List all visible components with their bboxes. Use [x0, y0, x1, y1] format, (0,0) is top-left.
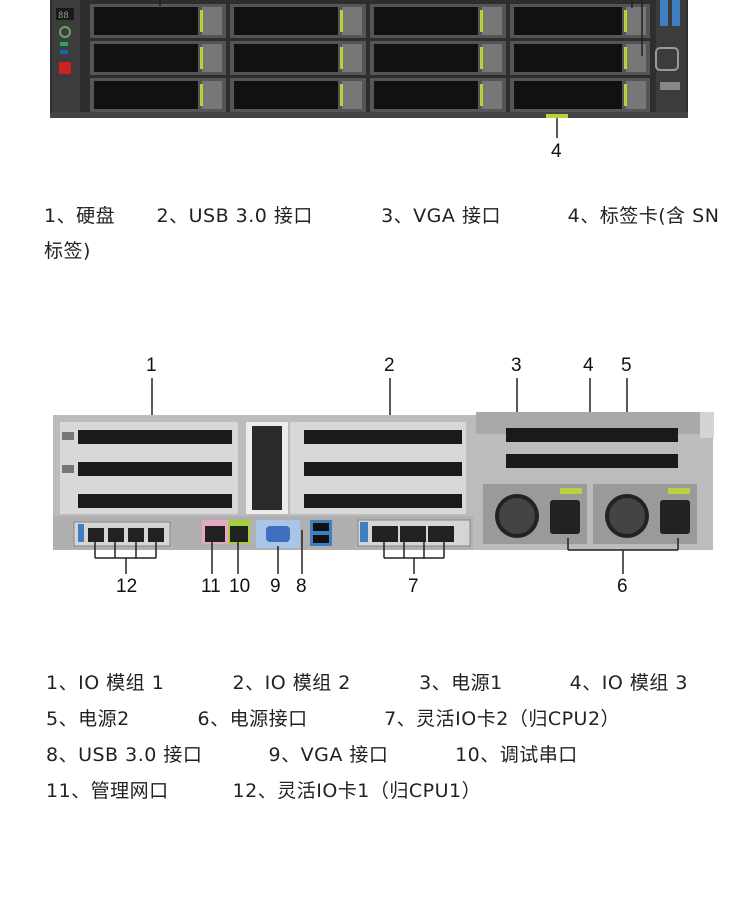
rear-legend-row3: 8、USB 3.0 接口 9、VGA 接口 10、调试串口: [46, 740, 578, 767]
legend-flex-io-2: 7、灵活IO卡2（归CPU2）: [384, 708, 621, 730]
callout-10: 10: [229, 576, 251, 597]
rear-legend-row1: 1、IO 模组 1 2、IO 模组 2 3、电源1 4、IO 模组 3: [46, 668, 688, 695]
legend-power-connector: 6、电源接口: [197, 708, 308, 730]
rear-legend-row4: 11、管理网口 12、灵活IO卡1（归CPU1）: [46, 776, 481, 803]
legend-psu-2: 5、电源2: [46, 708, 130, 730]
callout-5: 5: [621, 355, 632, 376]
legend-debug-serial: 10、调试串口: [455, 744, 578, 766]
callout-8: 8: [296, 576, 307, 597]
callout-9: 9: [270, 576, 281, 597]
legend-vga-front: 3、VGA 接口: [381, 205, 501, 227]
legend-io-module-3: 4、IO 模组 3: [569, 672, 688, 694]
callout-4: 4: [583, 355, 594, 376]
legend-label-card: 4、标签卡(含 SN: [567, 205, 720, 227]
svg-text:88: 88: [58, 11, 69, 21]
rear-server-diagram: [53, 378, 714, 574]
legend-vga-rear: 9、VGA 接口: [268, 744, 389, 766]
legend-io-module-1: 1、IO 模组 1: [46, 672, 165, 694]
rear-legend-row2: 5、电源2 6、电源接口 7、灵活IO卡2（归CPU2）: [46, 704, 620, 731]
legend-hdd: 1、硬盘: [44, 205, 116, 227]
front-legend-line2: 标签): [44, 240, 91, 262]
drive-bays: [90, 4, 650, 112]
legend-mgmt-port: 11、管理网口: [46, 780, 169, 802]
front-server-diagram: 88: [50, 0, 688, 138]
callout-6: 6: [617, 576, 628, 597]
callout-7: 7: [408, 576, 419, 597]
callout-1: 1: [146, 355, 157, 376]
callout-11: 11: [201, 576, 221, 597]
callout-2: 2: [384, 355, 395, 376]
legend-usb-front: 2、USB 3.0 接口: [156, 205, 313, 227]
callout-3: 3: [511, 355, 522, 376]
legend-flex-io-1: 12、灵活IO卡1（归CPU1）: [232, 780, 482, 802]
legend-io-module-2: 2、IO 模组 2: [232, 672, 351, 694]
legend-usb-rear: 8、USB 3.0 接口: [46, 744, 203, 766]
callout-12: 12: [116, 576, 138, 597]
legend-psu-1: 3、电源1: [419, 672, 503, 694]
callout-4-front: 4: [551, 141, 562, 162]
front-legend-line1: 1、硬盘 2、USB 3.0 接口 3、VGA 接口 4、标签卡(含 SN: [44, 201, 719, 228]
